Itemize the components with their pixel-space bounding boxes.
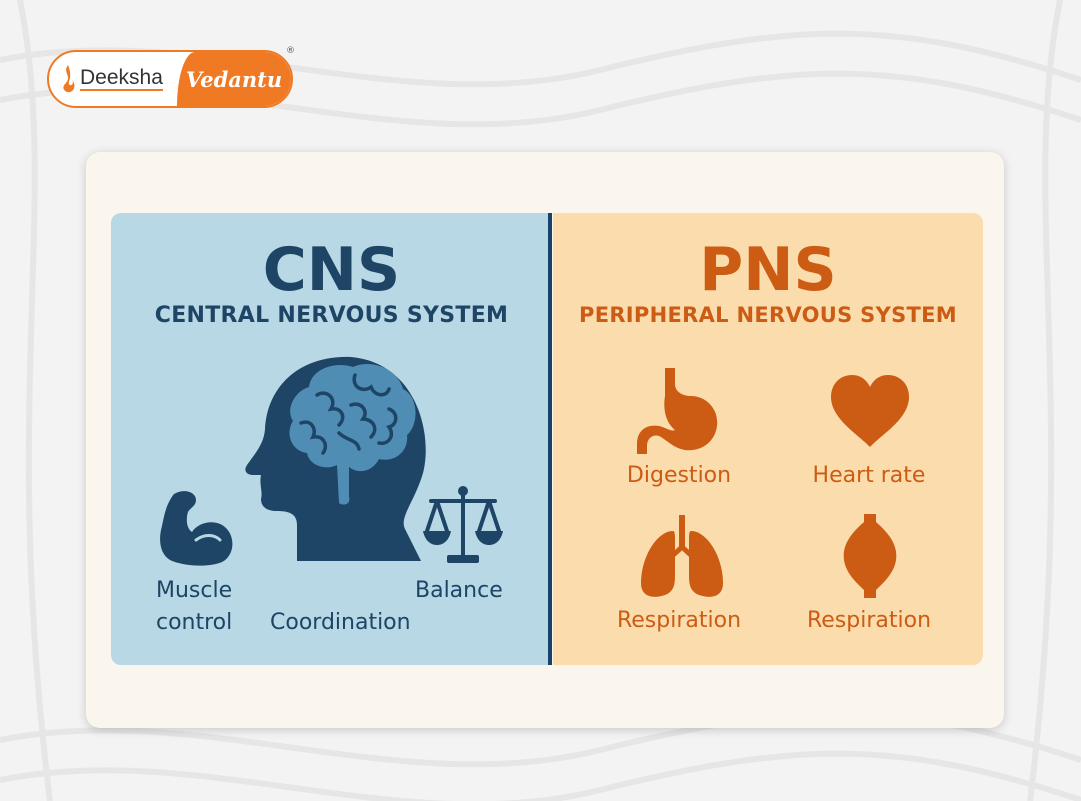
- brand-logo: Deeksha Vedantu: [47, 50, 293, 108]
- pns-full-name: PERIPHERAL NERVOUS SYSTEM: [579, 303, 957, 327]
- logo-deeksha-part: Deeksha: [49, 52, 177, 106]
- stomach-icon: [637, 368, 718, 454]
- logo-vedantu-text: Vedantu: [177, 52, 291, 106]
- lungs-icon: [641, 515, 723, 597]
- label-coordination: Coordination: [270, 610, 411, 635]
- heart-icon: [831, 375, 909, 447]
- label-balance: Balance: [415, 578, 503, 603]
- panel-divider: [548, 213, 552, 665]
- label-digestion: Digestion: [626, 463, 732, 488]
- flexed-arm-icon: [160, 491, 233, 566]
- label-muscle-line2: control: [156, 610, 233, 635]
- cns-full-name: CENTRAL NERVOUS SYSTEM: [154, 303, 509, 328]
- label-respiration-gland: Respiration: [806, 608, 932, 633]
- registered-mark: ®: [286, 46, 295, 56]
- pns-panel: PNS PERIPHERAL NERVOUS SYSTEM Digestion …: [553, 213, 983, 665]
- pns-acronym: PNS: [699, 235, 837, 305]
- diagram-card: CNS CENTRAL NERVOUS SYSTEM: [86, 152, 1004, 728]
- label-muscle-line1: Muscle: [156, 578, 233, 603]
- flame-icon: [63, 65, 75, 93]
- cns-panel: CNS CENTRAL NERVOUS SYSTEM: [111, 213, 552, 665]
- head-brain-icon: [245, 356, 426, 561]
- label-respiration-lungs: Respiration: [616, 608, 742, 633]
- logo-deeksha-text: Deeksha: [80, 66, 163, 91]
- cns-acronym: CNS: [262, 235, 401, 305]
- label-muscle-control: Muscle control: [156, 575, 232, 639]
- balance-scale-icon: [423, 486, 503, 563]
- brain-icon: [289, 363, 416, 505]
- gland-icon: [843, 514, 897, 598]
- label-heart-rate: Heart rate: [812, 463, 926, 488]
